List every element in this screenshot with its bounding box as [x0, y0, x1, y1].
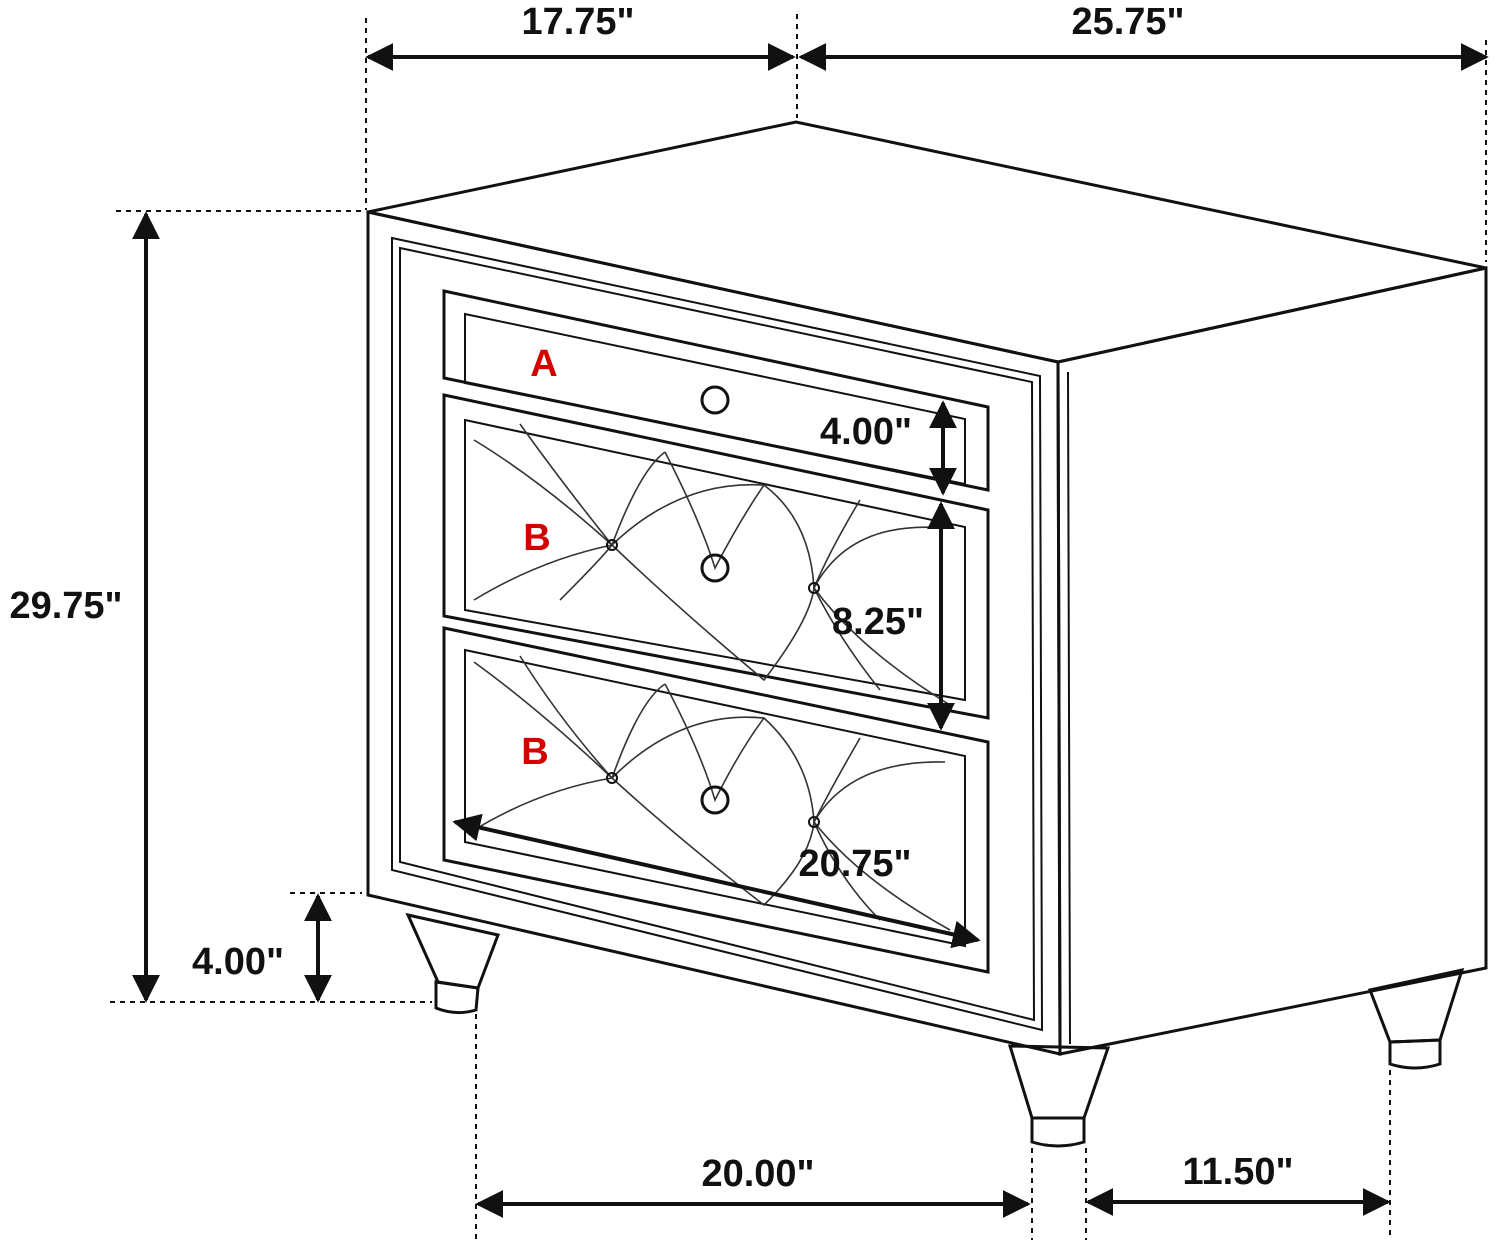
drawer-label-a: A [530, 343, 557, 385]
dimension-drawer-b-height: 8.25" [832, 601, 924, 643]
extension-lines [110, 14, 1487, 1240]
dimension-total-height: 29.75" [9, 585, 122, 627]
dimension-top-left: 17.75" [521, 1, 634, 43]
drawer-label-b-top: B [523, 517, 550, 559]
dimension-arrows [132, 43, 1489, 1218]
drawer-a [442, 289, 990, 492]
dimension-leg-height: 4.00" [192, 941, 284, 983]
dimension-bottom-left: 20.00" [701, 1153, 814, 1195]
drawer-label-b-bottom: B [521, 731, 548, 773]
drawer-a-knob-icon [700, 385, 730, 415]
drawer-b-top-knob-icon [700, 553, 730, 583]
cabinet-body [366, 120, 1488, 1056]
drawer-b-top [442, 393, 990, 720]
legs [405, 912, 1465, 1148]
drawer-b-bottom-knob-icon [700, 785, 730, 815]
drawer-b-bottom [442, 626, 990, 974]
dimension-drawer-width: 20.75" [798, 843, 911, 885]
dimension-top-right: 25.75" [1071, 1, 1184, 43]
width-arrow-drawer [452, 813, 981, 949]
dimension-drawer-a-height: 4.00" [820, 411, 912, 453]
dimension-bottom-right: 11.50" [1182, 1151, 1293, 1193]
